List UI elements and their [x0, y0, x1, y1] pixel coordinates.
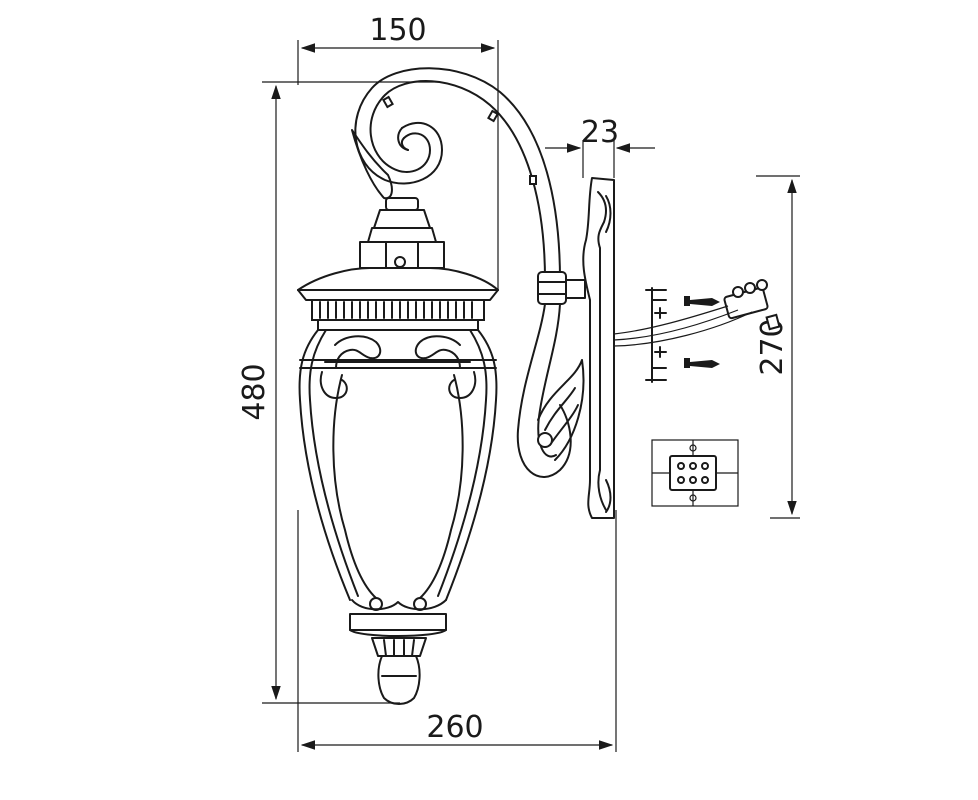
lantern-base [349, 613, 447, 705]
lantern-body [298, 329, 498, 611]
terminal-block-icon [723, 279, 781, 331]
dimension-bracket-depth: 23 [545, 115, 655, 178]
dimension-total-width: 260 [297, 510, 617, 752]
fluted-band [319, 301, 473, 319]
dimension-total-height-label: 480 [237, 363, 272, 420]
dimension-mount-height: 270 [755, 175, 800, 519]
dimension-bracket-depth-label: 23 [581, 115, 619, 150]
dimension-top-width-label: 150 [369, 13, 426, 48]
lantern-cap [297, 197, 499, 331]
lamp-arm [351, 67, 586, 478]
screw-icon [684, 296, 720, 306]
wiring-detail-inset [651, 439, 739, 507]
dimension-total-height: 480 [237, 81, 440, 704]
screw-icon [684, 358, 720, 368]
mounting-hardware [613, 279, 781, 383]
wall-plate [582, 177, 615, 519]
dimension-top-width: 150 [297, 13, 499, 290]
dimension-total-width-label: 260 [426, 710, 483, 745]
